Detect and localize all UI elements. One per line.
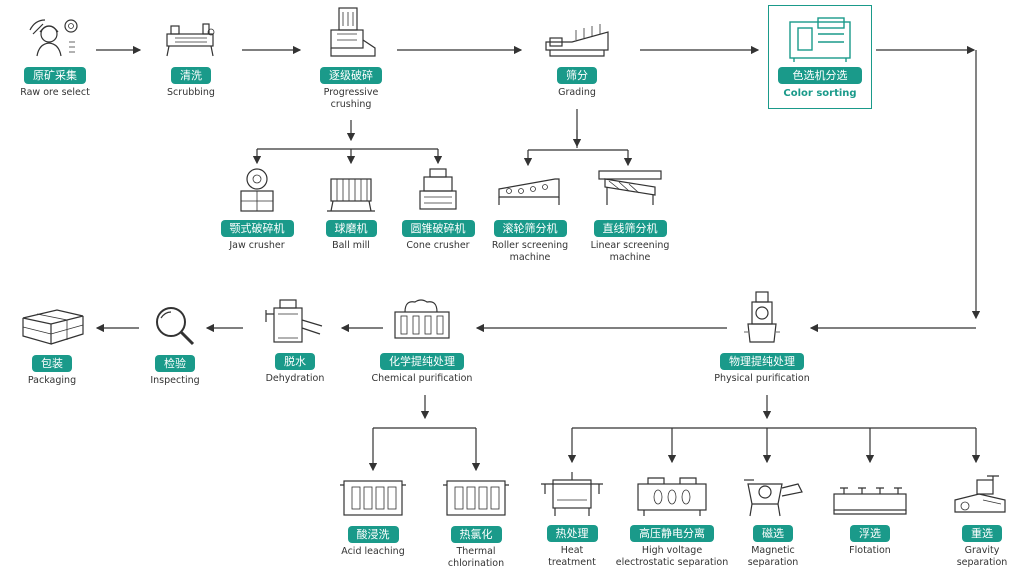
grading-label: Grading — [558, 87, 596, 98]
furnace-icon — [541, 472, 603, 516]
inspecting-label: Inspecting — [150, 375, 200, 386]
step-crushing: 逐级破碎 Progressive crushing — [276, 4, 426, 110]
acid-label: Acid leaching — [341, 546, 405, 557]
color-sorting-badge: 色选机分选 — [778, 67, 862, 84]
high-voltage-label: High voltage electrostatic separation — [615, 545, 729, 568]
magnetic-badge: 磁选 — [753, 525, 793, 542]
step-heat: 热处理 Heat treatment — [497, 470, 647, 568]
cone-crusher-icon — [419, 168, 457, 210]
magnetic-label: Magnetic separation — [747, 545, 799, 568]
step-scrubbing: 清洗 Scrubbing — [116, 12, 266, 99]
linear-screen-icon — [598, 170, 662, 205]
raw-ore-badge: 原矿采集 — [24, 67, 86, 84]
ball-mill-badge: 球磨机 — [325, 220, 377, 237]
step-high-voltage: 高压静电分离 High voltage electrostatic separa… — [597, 470, 747, 568]
packaging-badge: 包装 — [32, 355, 72, 372]
mill-tower-icon — [744, 291, 780, 343]
heat-badge: 热处理 — [546, 525, 598, 542]
step-roller-screen: 滚轮筛分机 Roller screening machine — [455, 165, 605, 263]
raw-ore-label: Raw ore select — [20, 87, 90, 98]
flotation-label: Flotation — [849, 545, 891, 556]
physical-label: Physical purification — [714, 373, 810, 384]
grading-badge: 筛分 — [557, 67, 597, 84]
crusher-icon — [330, 7, 376, 57]
linear-screen-label: Linear screening machine — [590, 240, 670, 263]
gravity-label: Gravity separation — [956, 545, 1008, 568]
step-gravity: 重选 Gravity separation — [907, 470, 1024, 568]
gravity-badge: 重选 — [962, 525, 1002, 542]
jaw-crusher-badge: 颚式破碎机 — [220, 220, 294, 237]
flotation-badge: 浮选 — [850, 525, 890, 542]
acid-badge: 酸浸洗 — [347, 526, 399, 543]
magnifier-icon — [156, 307, 195, 346]
heat-label: Heat treatment — [548, 545, 596, 568]
ball-mill-icon — [327, 178, 375, 212]
roller-screen-label: Roller screening machine — [491, 240, 569, 263]
screen-icon — [545, 24, 609, 57]
acid-tank-icon — [340, 480, 406, 516]
step-linear-screen: 直线筛分机 Linear screening machine — [555, 165, 705, 263]
chemical-label: Chemical purification — [371, 373, 473, 384]
step-acid: 酸浸洗 Acid leaching — [298, 475, 448, 558]
step-magnetic: 磁选 Magnetic separation — [698, 470, 848, 568]
step-flotation: 浮选 Flotation — [795, 470, 945, 557]
step-dehydration: 脱水 Dehydration — [220, 298, 370, 385]
roller-screen-badge: 滚轮筛分机 — [493, 220, 567, 237]
flotation-cell-icon — [833, 487, 907, 515]
thermal-badge: 热氯化 — [450, 526, 502, 543]
thermal-label: Thermal chlorination — [447, 546, 505, 569]
dehydration-label: Dehydration — [265, 373, 325, 384]
step-inspecting: 检验 Inspecting — [100, 300, 250, 387]
cone-crusher-badge: 圆锥破碎机 — [401, 220, 475, 237]
magnetic-separator-icon — [744, 479, 803, 517]
scrubbing-badge: 清洗 — [171, 67, 211, 84]
step-grading: 筛分 Grading — [502, 12, 652, 99]
step-thermal: 热氯化 Thermal chlorination — [401, 475, 551, 569]
inspecting-badge: 检验 — [155, 355, 195, 372]
dehydrator-icon — [265, 299, 323, 343]
crushing-badge: 逐级破碎 — [320, 67, 382, 84]
step-raw-ore: 原矿采集 Raw ore select — [0, 12, 130, 99]
crushing-label: Progressive crushing — [323, 87, 379, 110]
step-cone-crusher: 圆锥破碎机 Cone crusher — [363, 165, 513, 252]
chemical-badge: 化学提纯处理 — [380, 353, 464, 370]
electrostatic-separator-icon — [637, 477, 707, 516]
jig-icon — [954, 475, 1006, 513]
jaw-crusher-icon — [240, 168, 274, 212]
scrubber-icon — [166, 23, 215, 57]
scrubbing-label: Scrubbing — [167, 87, 215, 98]
color-sorting-label: Color sorting — [783, 88, 857, 99]
color-sorter-icon — [789, 17, 851, 62]
chemical-tank-icon — [394, 299, 450, 339]
ball-mill-label: Ball mill — [332, 240, 370, 251]
step-chemical: 化学提纯处理 Chemical purification — [347, 298, 497, 385]
roller-screen-icon — [498, 178, 560, 205]
miner-icon — [29, 19, 78, 57]
linear-screen-badge: 直线筛分机 — [593, 220, 667, 237]
step-color-sorting: 色选机分选 Color sorting — [768, 5, 872, 109]
physical-badge: 物理提纯处理 — [720, 353, 804, 370]
high-voltage-badge: 高压静电分离 — [630, 525, 714, 542]
jaw-crusher-label: Jaw crusher — [229, 240, 285, 251]
chlorination-tank-icon — [443, 480, 509, 516]
package-icon — [22, 309, 84, 345]
packaging-label: Packaging — [27, 375, 77, 386]
step-packaging: 包装 Packaging — [0, 300, 127, 387]
step-physical: 物理提纯处理 Physical purification — [687, 290, 837, 385]
cone-crusher-label: Cone crusher — [406, 240, 470, 251]
step-ball-mill: 球磨机 Ball mill — [276, 165, 426, 252]
step-jaw-crusher: 颚式破碎机 Jaw crusher — [182, 165, 332, 252]
dehydration-badge: 脱水 — [275, 353, 315, 370]
